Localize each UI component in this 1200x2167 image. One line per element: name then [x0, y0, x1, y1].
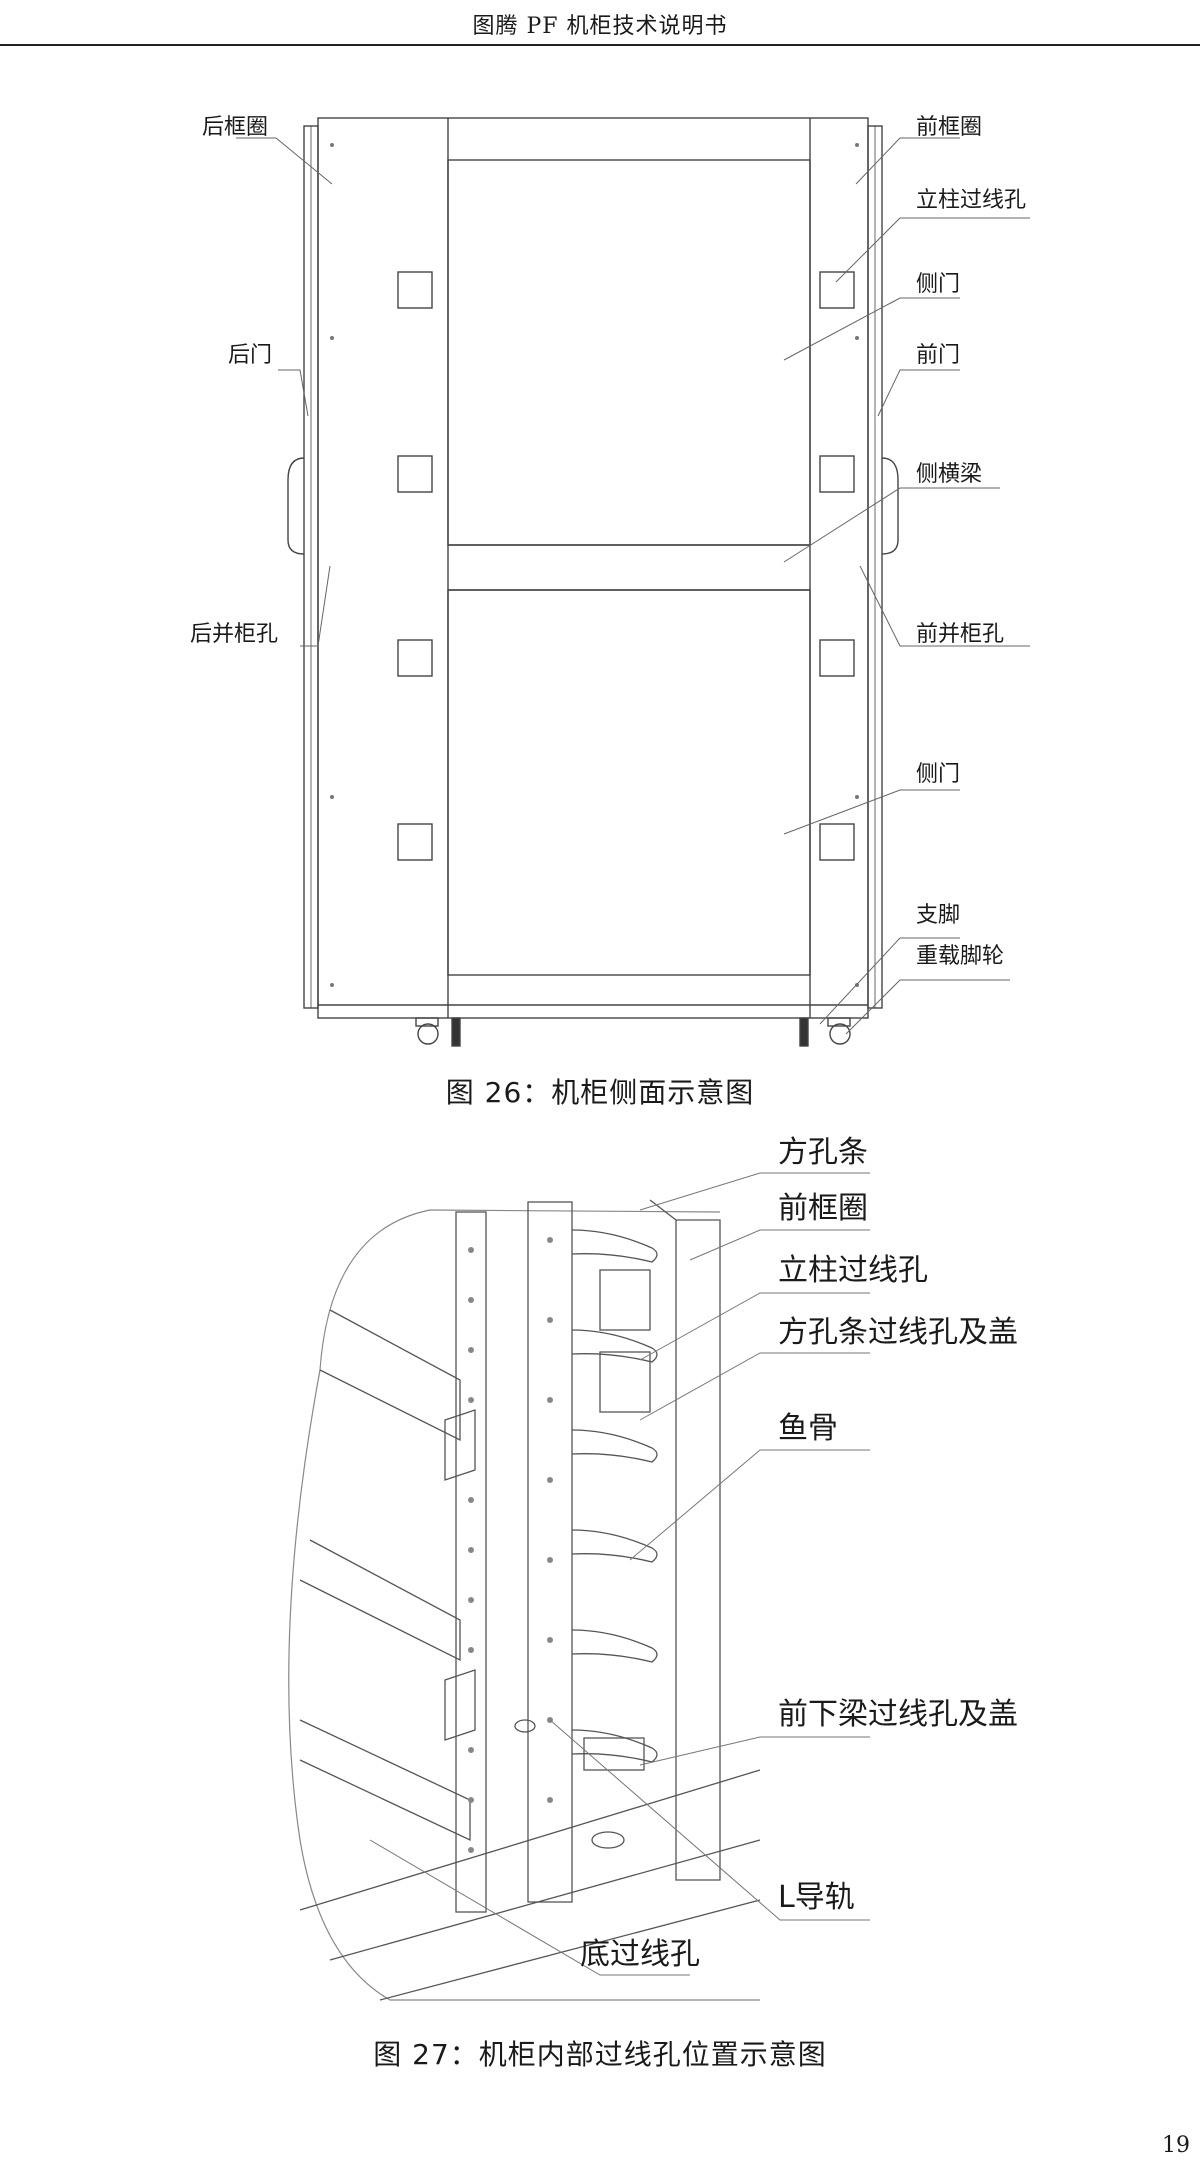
page-header: 图腾 PF 机柜技术说明书 — [0, 0, 1200, 46]
label-fishbone: 鱼骨 — [778, 1411, 838, 1446]
label-rear-join-hole: 后并柜孔 — [190, 622, 279, 647]
label-caster: 重载脚轮 — [916, 944, 1005, 969]
caption-figure-26: 图 26：机柜侧面示意图 — [445, 1076, 755, 1109]
label-rear-frame: 后框圈 — [202, 115, 269, 140]
cabinet-interior-drawing — [288, 1172, 870, 2001]
label-rear-door: 后门 — [228, 343, 273, 368]
page-number: 19 — [1162, 2133, 1190, 2158]
label-side-beam: 侧横梁 — [916, 462, 983, 487]
document-title: 图腾 PF 机柜技术说明书 — [472, 14, 728, 39]
caption-figure-27: 图 27：机柜内部过线孔位置示意图 — [373, 2038, 827, 2071]
figure-26: 后框圈 前框圈 立柱过线孔 侧门 后门 前门 侧横梁 后并柜孔 前并柜孔 侧门 … — [190, 115, 1030, 1047]
label-bottom-hole: 底过线孔 — [580, 1937, 700, 1972]
label-front-join-hole: 前并柜孔 — [916, 622, 1005, 647]
label-front-frame: 前框圈 — [916, 115, 983, 140]
label-front-frame-2: 前框圈 — [778, 1191, 868, 1226]
label-foot: 支脚 — [916, 903, 961, 928]
label-lower-beam-hole: 前下梁过线孔及盖 — [778, 1697, 1018, 1732]
label-strip-hole-cover: 方孔条过线孔及盖 — [778, 1315, 1018, 1350]
cabinet-side-drawing — [236, 117, 1030, 1047]
label-l-rail: L导轨 — [778, 1880, 855, 1915]
figure-27: 方孔条 前框圈 立柱过线孔 方孔条过线孔及盖 鱼骨 前下梁过线孔及盖 L导轨 底… — [0, 1120, 1200, 2020]
label-post-cable-hole: 立柱过线孔 — [916, 188, 1027, 213]
label-side-door-top: 侧门 — [916, 272, 961, 297]
label-square-hole-strip: 方孔条 — [778, 1135, 868, 1170]
label-side-door-bottom: 侧门 — [916, 762, 961, 787]
label-front-door: 前门 — [916, 343, 961, 368]
label-post-cable-hole-2: 立柱过线孔 — [778, 1253, 928, 1288]
